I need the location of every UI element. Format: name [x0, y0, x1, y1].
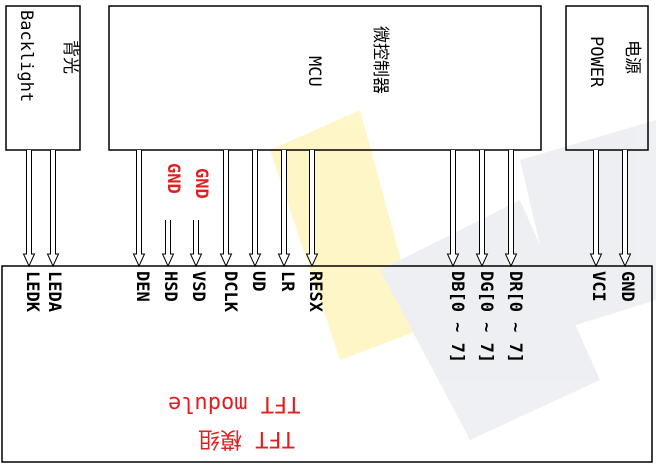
pin-dclk: DCLK	[220, 271, 240, 312]
arrow-vci	[589, 150, 603, 268]
power-box	[565, 5, 649, 151]
backlight-label-cn: 背光	[60, 40, 80, 74]
backlight-box	[5, 5, 81, 151]
pin-ud: UD	[248, 271, 268, 292]
pin-leda: LEDA	[44, 271, 64, 312]
arrow-ud	[248, 150, 262, 268]
mcu-label-cn: 微控制器	[370, 26, 390, 94]
arrow-dclk	[219, 150, 233, 268]
arrow-dr	[504, 150, 518, 268]
power-label-en: POWER	[586, 36, 606, 88]
pin-vsd: VSD	[188, 271, 208, 302]
mcu-label-en: MCU	[304, 56, 324, 87]
arrow-hsd	[161, 220, 175, 268]
arrow-dg	[475, 150, 489, 268]
pin-lr: LR	[277, 271, 297, 292]
arrow-gnd	[618, 150, 632, 268]
arrow-vsd	[189, 220, 203, 268]
arrow-resx	[305, 150, 319, 268]
pin-gnd: GND	[617, 271, 637, 302]
pin-dg: DG[0 ~ 7]	[476, 271, 496, 364]
pin-vci: VCI	[588, 271, 608, 302]
arrow-den	[132, 150, 146, 268]
signal-arrows	[22, 150, 632, 268]
pin-dr: DR[0 ~ 7]	[505, 271, 525, 364]
backlight-label-en: Backlight	[16, 10, 36, 103]
arrow-lr	[277, 150, 291, 268]
arrow-ledk	[22, 150, 36, 268]
gnd-label-hsd: GND	[163, 163, 183, 194]
tft-module-label-cn: TFT 模组	[198, 426, 295, 451]
arrow-db	[446, 150, 460, 268]
tft-module-box	[1, 265, 653, 463]
pin-resx: RESX	[305, 271, 325, 312]
tft-module-label-en: TFT module	[168, 391, 301, 416]
power-label-cn: 电源	[622, 40, 642, 74]
pin-ledk: LEDK	[22, 271, 42, 312]
pin-den: DEN	[132, 271, 152, 302]
pin-db: DB[0 ~ 7]	[447, 271, 467, 364]
pin-hsd: HSD	[160, 271, 180, 302]
mcu-box	[108, 5, 542, 151]
arrow-leda	[46, 150, 60, 268]
gnd-label-vsd: GND	[191, 168, 211, 199]
